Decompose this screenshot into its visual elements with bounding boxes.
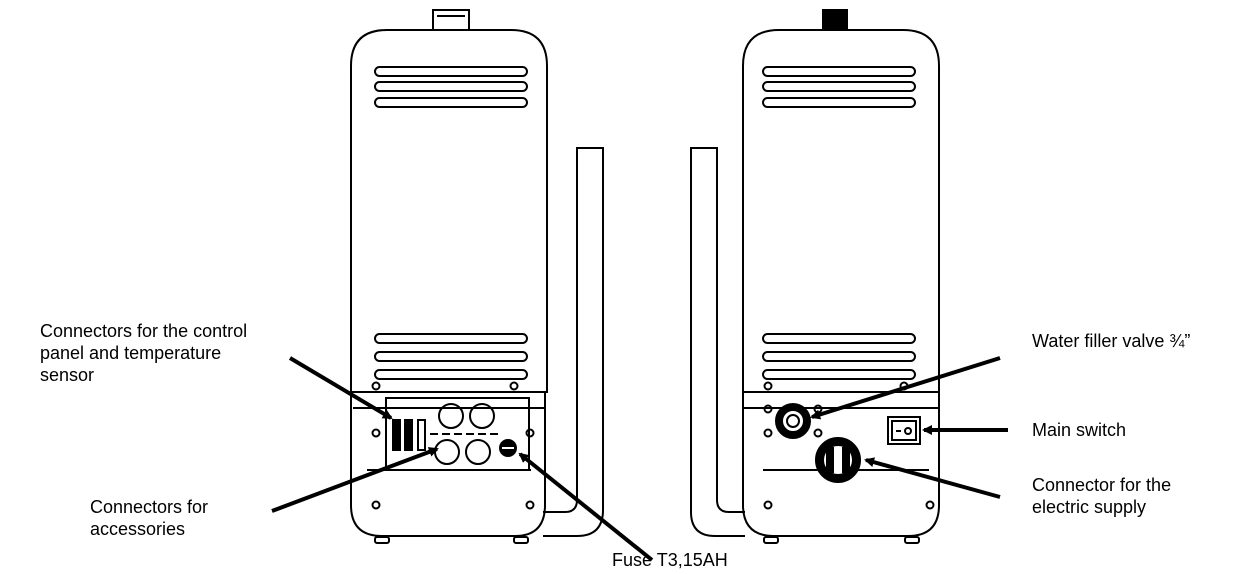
accessory-connectors (430, 403, 498, 465)
arrow-water-valve (810, 356, 1001, 420)
left-top-knob (432, 9, 470, 31)
right-base (742, 392, 940, 537)
left-handle (543, 147, 604, 537)
arrow-fuse (518, 452, 654, 562)
label-control-connectors: Connectors for the control panel and tem… (40, 321, 248, 385)
left-bottom-vents (374, 333, 528, 380)
label-water-valve: Water filler valve ¾” (1032, 331, 1191, 351)
left-base (350, 392, 546, 537)
label-main-switch: Main switch (1032, 420, 1127, 440)
label-fuse: Fuse T3,15AH (612, 550, 728, 570)
label-accessory-connectors: Connectors for accessories (90, 497, 209, 539)
left-body (350, 29, 548, 393)
water-filler-valve (775, 403, 811, 439)
right-unit (690, 9, 940, 544)
left-screws (371, 381, 535, 510)
control-connectors (392, 419, 426, 451)
label-supply-connector: Connector for the electric supply (1032, 475, 1172, 517)
fuse-holder (499, 439, 517, 457)
right-body (742, 29, 940, 393)
right-top-cap (822, 9, 848, 31)
left-unit (350, 9, 604, 544)
right-screws (763, 381, 935, 510)
arrow-supply-connector (864, 457, 1001, 499)
arrow-accessory-connectors (271, 447, 439, 513)
right-handle (690, 147, 745, 537)
right-bottom-vents (762, 333, 916, 380)
electric-supply-connector (815, 437, 861, 483)
right-top-vents (762, 66, 916, 108)
arrow-control-connectors (288, 356, 393, 420)
left-top-vents (374, 66, 528, 108)
main-switch (887, 416, 921, 445)
